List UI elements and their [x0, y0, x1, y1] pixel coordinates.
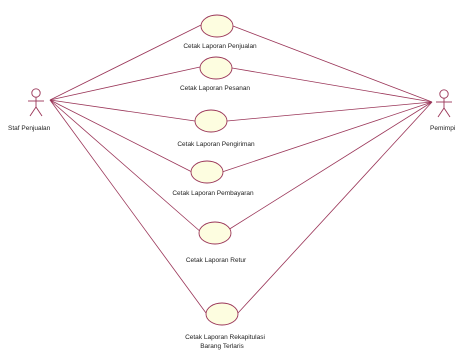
- use-case-ellipse: [205, 302, 239, 326]
- use-case-cetak-laporan-rekapitulasi[interactable]: [205, 302, 239, 326]
- actor-label-pemimpin: Pemimpi: [430, 125, 455, 132]
- associations: [49, 24, 433, 314]
- association-staf-uc6: [49, 99, 207, 314]
- actor-leg-left: [29, 106, 37, 117]
- actor-leg-left: [437, 107, 445, 118]
- use-case-cetak-laporan-pesanan[interactable]: [199, 56, 233, 80]
- association-staf-uc3: [49, 99, 196, 122]
- actor-leg-right: [35, 106, 43, 117]
- use-case-label: Cetak Laporan Retur: [186, 257, 247, 264]
- association-pemimpin-uc3: [226, 101, 433, 122]
- actor-head-icon: [31, 88, 41, 98]
- use-case-label: Cetak Laporan Penjualan: [183, 43, 257, 50]
- actor-head-icon: [439, 89, 449, 99]
- actor-staf-penjualan[interactable]: [28, 88, 44, 117]
- actor-pemimpin[interactable]: [436, 89, 452, 118]
- use-case-cetak-laporan-penjualan[interactable]: [200, 14, 234, 38]
- use-case-label: Cetak Laporan Pesanan: [180, 85, 250, 92]
- association-staf-uc4: [49, 99, 193, 173]
- use-case-ellipse: [199, 56, 233, 80]
- association-pemimpin-uc1: [232, 25, 433, 103]
- use-case-cetak-laporan-pembayaran[interactable]: [190, 160, 224, 184]
- association-pemimpin-uc2: [231, 67, 433, 103]
- association-staf-uc1: [49, 24, 202, 101]
- use-case-label: Cetak Laporan Pembayaran: [172, 190, 254, 197]
- use-case-label-line2: Barang Terlaris: [200, 343, 244, 350]
- association-staf-uc5: [49, 99, 203, 234]
- use-case-ellipse: [194, 109, 228, 133]
- association-pemimpin-uc6: [237, 101, 433, 314]
- use-case-ellipse: [190, 160, 224, 184]
- actor-leg-right: [443, 107, 451, 118]
- use-case-ellipse: [198, 221, 232, 245]
- use-case-cetak-laporan-pengiriman[interactable]: [194, 109, 228, 133]
- association-pemimpin-uc5: [227, 101, 433, 231]
- actor-label-staf: Staf Penjualan: [8, 125, 51, 132]
- association-staf-uc2: [49, 66, 201, 101]
- use-case-ellipse: [200, 14, 234, 38]
- use-case-cetak-laporan-retur[interactable]: [198, 221, 232, 245]
- use-case-label: Cetak Laporan Rekapitulasi: [185, 334, 265, 341]
- association-pemimpin-uc4: [221, 101, 433, 173]
- use-case-label: Cetak Laporan Pengiriman: [177, 141, 255, 148]
